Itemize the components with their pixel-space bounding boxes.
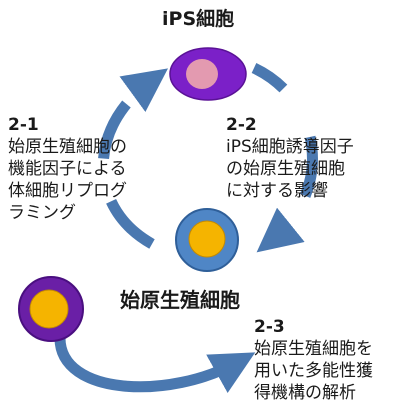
primordial-germ-cell-title: 始原生殖細胞 xyxy=(120,288,240,312)
step-2-2-number: 2-2 xyxy=(226,115,257,135)
ips-cell xyxy=(169,47,247,101)
arrow-pgc-to-ips xyxy=(97,68,169,249)
step-2-1-number: 2-1 xyxy=(8,115,39,135)
step-2-2-label: 2-2 iPS細胞誘導因子 の始原生殖細胞 に対する影響 xyxy=(226,114,354,202)
step-2-2-text: iPS細胞誘導因子 の始原生殖細胞 に対する影響 xyxy=(226,137,354,201)
step-2-3-label: 2-3 始原生殖細胞を 用いた多能性獲 得機構の解析 xyxy=(254,316,373,403)
step-2-1-label: 2-1 始原生殖細胞の 機能因子による 体細胞リプログ ラミング xyxy=(8,114,127,224)
step-2-1-text: 始原生殖細胞の 機能因子による 体細胞リプログ ラミング xyxy=(8,137,127,223)
arrow-pgc-analysis xyxy=(54,337,256,394)
step-2-3-number: 2-3 xyxy=(254,317,285,337)
arrow-ips-to-pgc xyxy=(251,63,318,253)
pluripotent-cell xyxy=(18,276,84,342)
ips-cell-title: iPS細胞 xyxy=(162,8,235,30)
primordial-germ-cell xyxy=(175,208,239,272)
step-2-3-text: 始原生殖細胞を 用いた多能性獲 得機構の解析 xyxy=(254,339,373,403)
